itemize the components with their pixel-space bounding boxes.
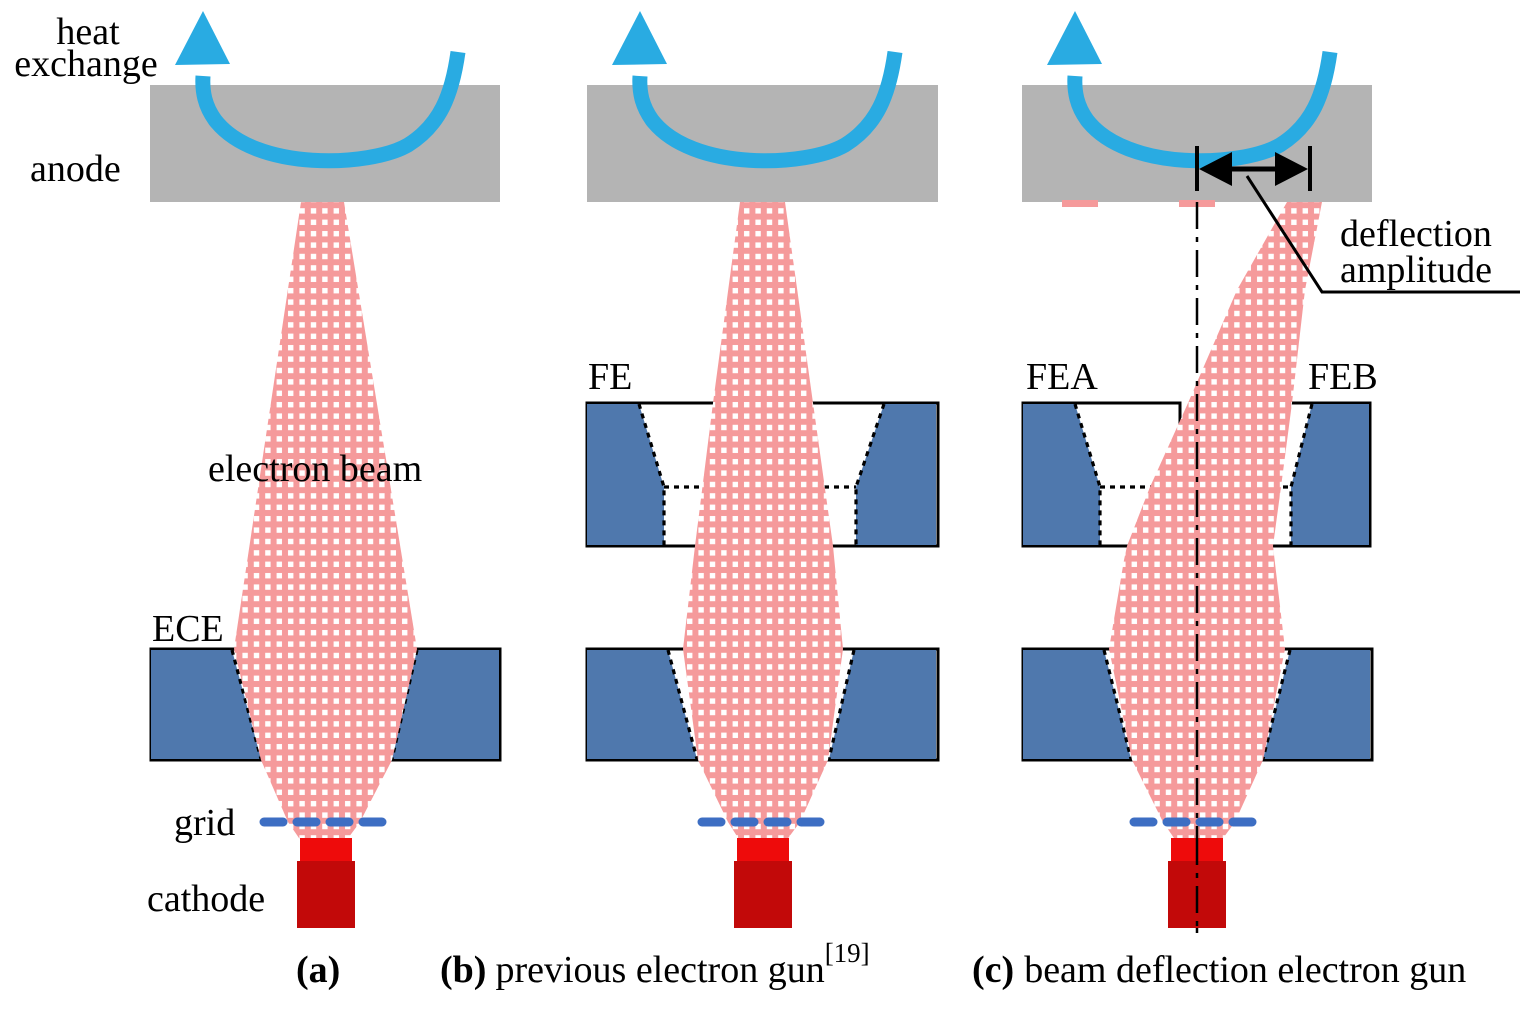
caption-c-text: beam deflection electron gun	[1024, 949, 1466, 991]
caption-a: (a)	[296, 949, 340, 991]
fe-label: FE	[588, 356, 632, 398]
electron-beam-a	[234, 202, 417, 841]
ece-label: ECE	[152, 608, 224, 650]
deflection-amplitude-label-line1: deflection	[1340, 213, 1492, 255]
heat-exchange-label-line2: exchange	[14, 43, 157, 85]
deflection-annotation	[1195, 146, 1520, 294]
grid-label: grid	[174, 802, 235, 844]
heat-exchange-label-line1: heat	[56, 11, 120, 53]
cathode-a	[297, 838, 355, 928]
fea-label: FEA	[1026, 356, 1098, 398]
electron-beam-c	[1109, 202, 1322, 841]
electron-beam-label: electron beam	[208, 448, 422, 490]
deflection-amplitude-label-line2: amplitude	[1340, 249, 1492, 291]
caption-b-label: (b)	[440, 949, 486, 991]
anode-label: anode	[30, 148, 121, 190]
caption-b: (b)previous electron gun[19]	[440, 938, 870, 991]
cathode-label: cathode	[147, 878, 265, 920]
electron-beam-b	[683, 202, 843, 841]
cathode-b	[734, 838, 792, 928]
caption-c: (c)beam deflection electron gun	[972, 949, 1466, 991]
cathode-c	[1168, 838, 1226, 933]
feb-label: FEB	[1308, 356, 1378, 398]
caption-c-label: (c)	[972, 949, 1014, 991]
caption-b-text: previous electron gun	[495, 949, 824, 991]
caption-b-superscript: [19]	[825, 938, 870, 968]
